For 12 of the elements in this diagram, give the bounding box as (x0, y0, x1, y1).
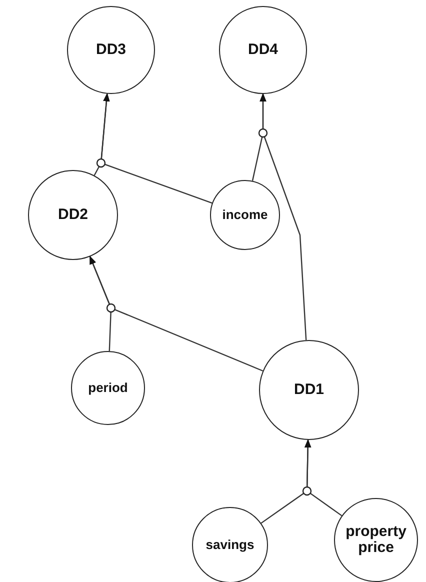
node-label: DD2 (58, 206, 88, 224)
node-label: savings (206, 538, 254, 552)
node-label: period (88, 380, 128, 396)
arrow (100, 93, 212, 204)
node-label: property price (344, 524, 408, 556)
arrow (89, 256, 264, 372)
node-label: DD1 (294, 382, 324, 398)
arrow (260, 93, 307, 340)
node-label: income (222, 208, 268, 222)
node-label: DD3 (96, 42, 126, 58)
node-label: DD4 (248, 42, 278, 58)
arrow (304, 439, 342, 516)
